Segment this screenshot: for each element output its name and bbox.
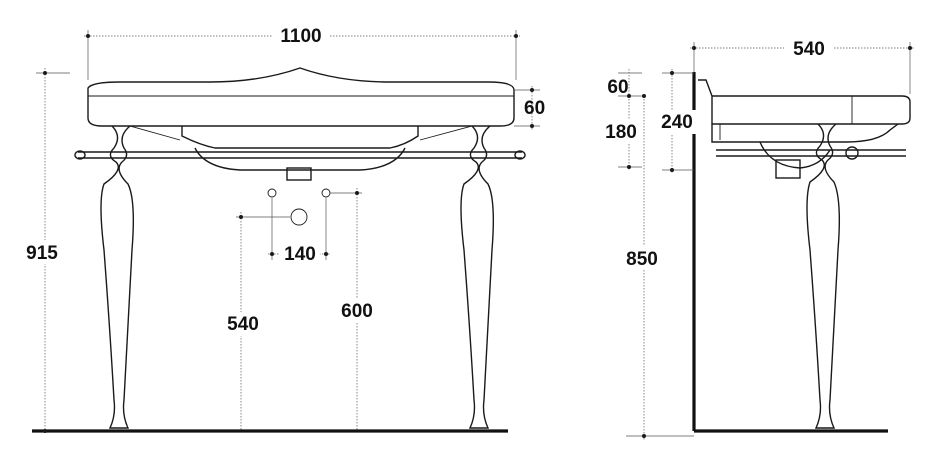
side-leg [806, 123, 841, 429]
dim-waste-height-label: 540 [227, 314, 259, 335]
dim-bracket-tick-bottom [670, 168, 674, 172]
dim-600-tick-top [355, 191, 359, 195]
dim-60-tick-bottom [530, 124, 534, 128]
dim-floor-to-rim-label: 850 [626, 249, 658, 270]
dim-1100-label-bg [272, 24, 330, 46]
dim-140-tick-left [270, 252, 274, 256]
supply-hole-left [267, 188, 277, 198]
dim-bracket-tick-top [670, 71, 674, 75]
dim-supply-spacing-label: 140 [284, 244, 316, 265]
dim-bowl-depth-label-bg [600, 120, 642, 144]
basin-bowl-upper [181, 126, 419, 149]
dim-depth-label-bg [784, 36, 834, 60]
dim-width-label: 1100 [280, 26, 321, 47]
side-basin-top [698, 79, 911, 125]
front-view: 1100 60 915 540 600 140 [20, 24, 545, 434]
dim-rim-tick-top [642, 94, 646, 98]
side-view: 540 60 180 240 850 [600, 36, 914, 440]
dim-bowl-depth-tick-bottom [627, 165, 631, 169]
basin-outlet [286, 167, 312, 181]
dim-540-label-bg [222, 312, 264, 336]
strut-right [419, 125, 473, 141]
side-rail-end [845, 146, 859, 160]
rail-end-left [74, 150, 86, 160]
waste-hole [290, 208, 308, 226]
dim-depth-tick-right [908, 46, 912, 50]
dim-supply-height-label: 600 [341, 301, 373, 322]
dim-basin-depth-label: 60 [524, 98, 545, 119]
dim-540-tick-top [239, 215, 243, 219]
basin-top [87, 67, 515, 127]
dim-bracket-label-bg [656, 110, 698, 134]
dim-915-tick-top [43, 71, 47, 75]
dim-rim-tick-bottom [642, 434, 646, 438]
dim-140-label-bg [280, 242, 320, 264]
dim-1100-tick-right [514, 34, 518, 38]
dim-depth-tick-left [692, 46, 696, 50]
dim-915-label-bg [20, 240, 64, 264]
dim-1100-tick-left [86, 34, 90, 38]
dim-140-tick-right [324, 252, 328, 256]
dim-60-tick-top [530, 88, 534, 92]
dim-bracket-label: 240 [661, 112, 693, 133]
side-basin-bowl [711, 123, 899, 143]
dim-600-label-bg [336, 298, 378, 322]
dim-top-offset-label: 60 [607, 77, 628, 98]
dim-floor-to-top-label: 915 [26, 243, 58, 264]
dim-bowl-depth-label: 180 [605, 122, 637, 143]
supply-hole-right [321, 188, 331, 198]
front-leg-right [460, 125, 495, 429]
rail-end-right [514, 150, 526, 160]
dim-bowl-depth-tick-top [627, 94, 631, 98]
front-leg-left [100, 125, 135, 429]
dim-rim-label-bg [620, 246, 664, 270]
dim-depth-label: 540 [793, 39, 825, 60]
dim-915-tick-bottom [43, 429, 47, 433]
side-outlet [775, 159, 801, 179]
strut-left [129, 125, 181, 141]
